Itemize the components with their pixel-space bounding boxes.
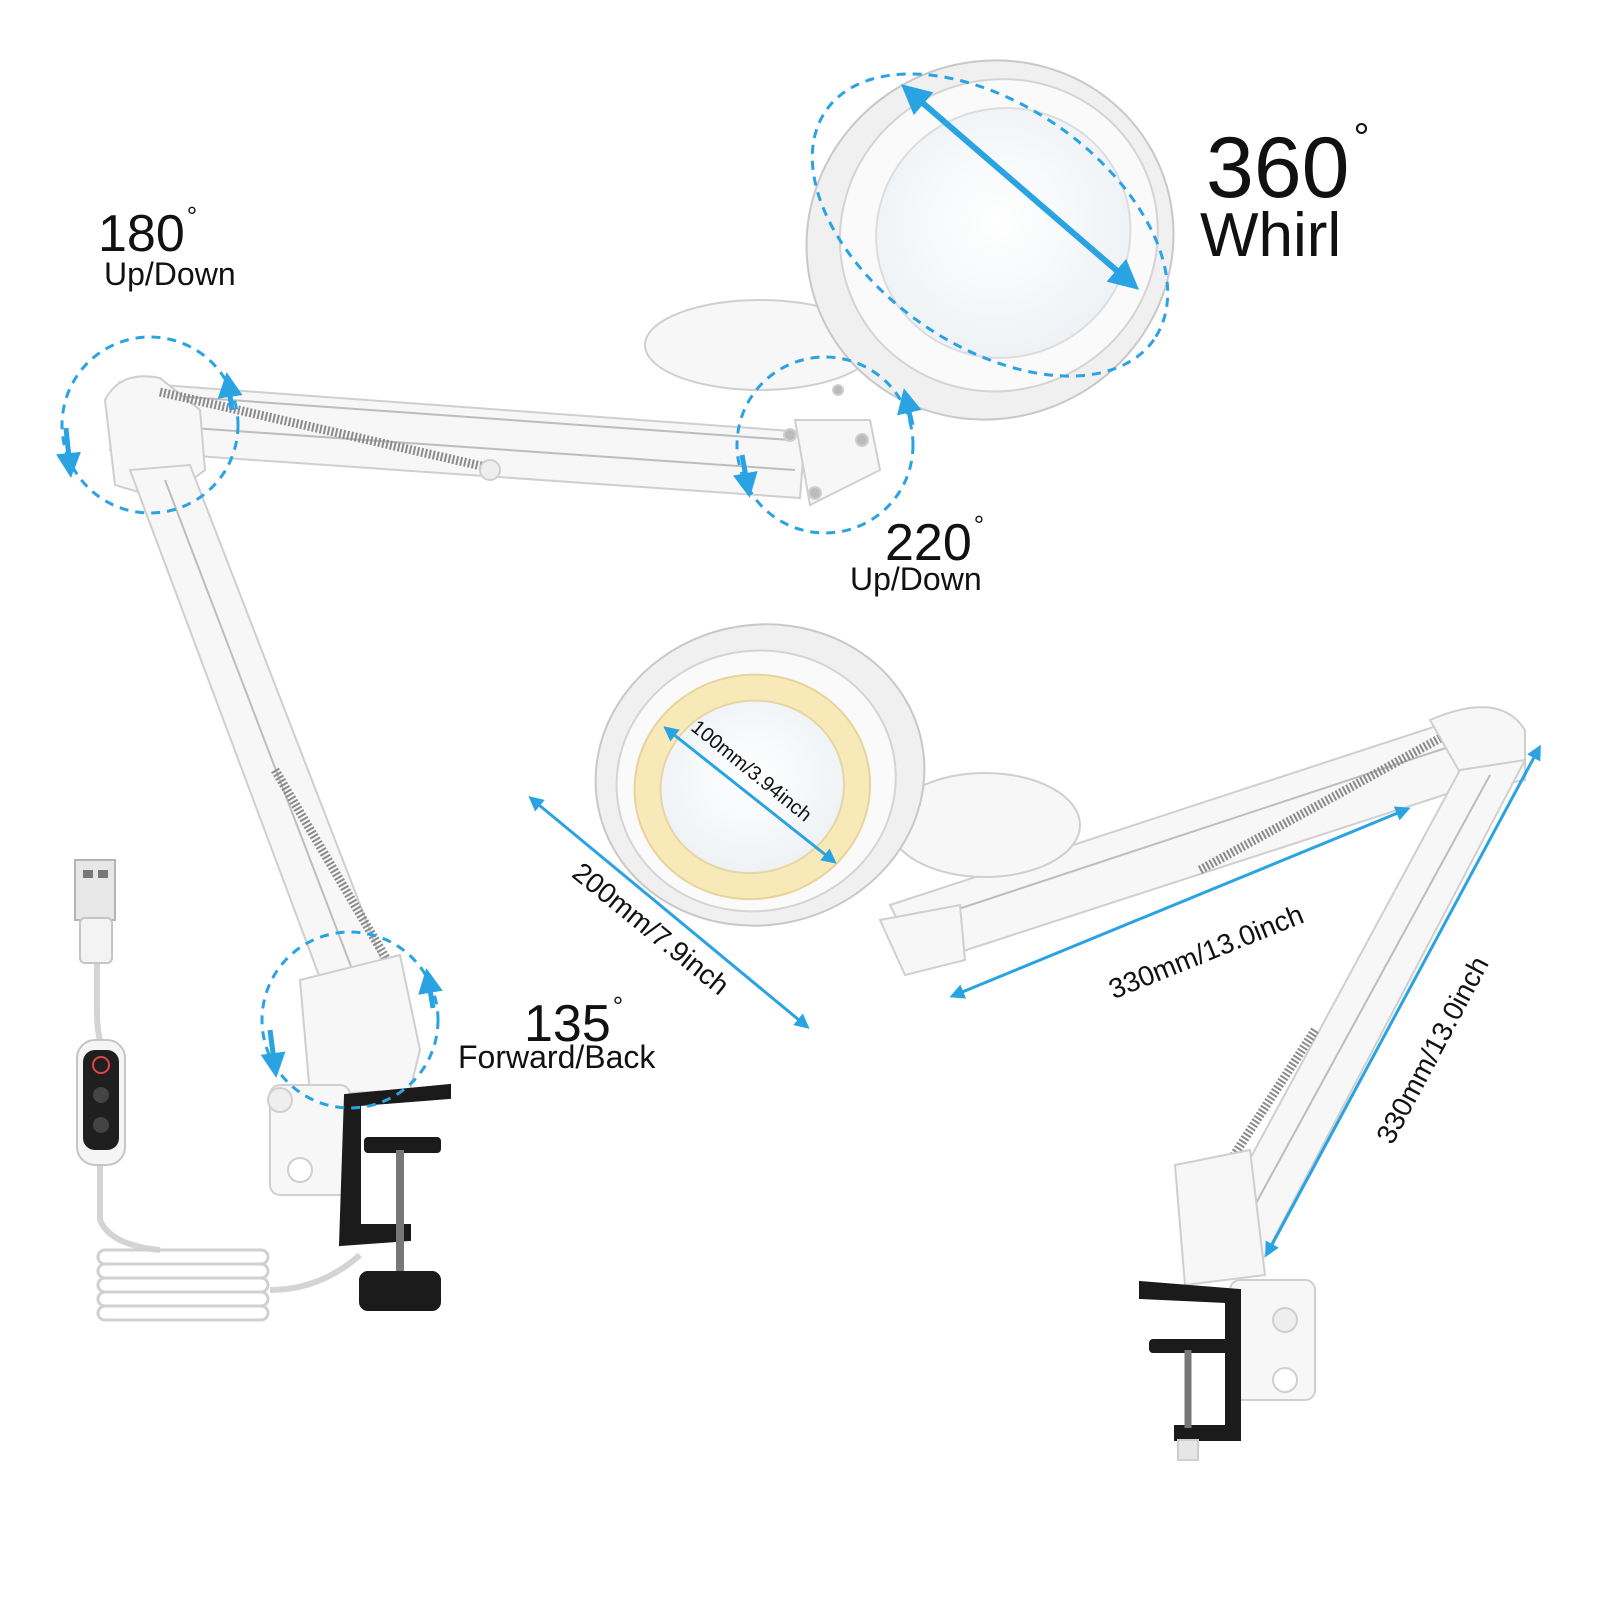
right-c-clamp — [1139, 1280, 1241, 1441]
c-clamp — [338, 1083, 451, 1247]
clamp-knob — [359, 1271, 441, 1311]
upper-spring — [158, 387, 492, 473]
degree-value: 360 — [1206, 120, 1350, 216]
degree-value: 135 — [524, 995, 611, 1053]
mode-button-icon — [93, 1117, 109, 1133]
degree-symbol: ° — [186, 201, 198, 231]
label-up-down-top: Up/Down — [104, 256, 236, 292]
guide-base-joint — [260, 930, 440, 1110]
label-whirl: Whirl — [1200, 201, 1342, 270]
label-180-degrees: 180° — [98, 203, 197, 260]
degree-symbol: ° — [1353, 116, 1370, 160]
head-diameter-arrow — [528, 796, 810, 1029]
label-220-degrees: 220° — [885, 512, 984, 569]
cable-controller — [76, 1039, 126, 1166]
label-135-degrees: 135° — [524, 993, 623, 1050]
label-360-degrees: 360° — [1206, 118, 1370, 211]
lower-arm-arrow — [1265, 744, 1541, 1258]
whirl-arrow — [900, 84, 1140, 290]
degree-value: 220 — [885, 514, 972, 572]
brightness-button-icon — [93, 1087, 109, 1103]
label-up-down-head: Up/Down — [850, 561, 982, 597]
lower-spring — [271, 767, 394, 968]
guide-top-left-joint — [60, 335, 240, 515]
degree-symbol: ° — [612, 991, 624, 1021]
guide-head-joint — [735, 355, 915, 535]
dimension-arrows — [528, 726, 1541, 1258]
coiled-cable — [96, 1248, 270, 1322]
label-forward-back: Forward/Back — [458, 1039, 656, 1075]
degree-value: 180 — [98, 205, 185, 263]
magnifier-head — [805, 59, 1175, 421]
degree-symbol: ° — [973, 510, 985, 540]
usb-plug-icon — [74, 859, 116, 964]
base-joint — [298, 953, 422, 1097]
power-icon — [92, 1056, 110, 1074]
